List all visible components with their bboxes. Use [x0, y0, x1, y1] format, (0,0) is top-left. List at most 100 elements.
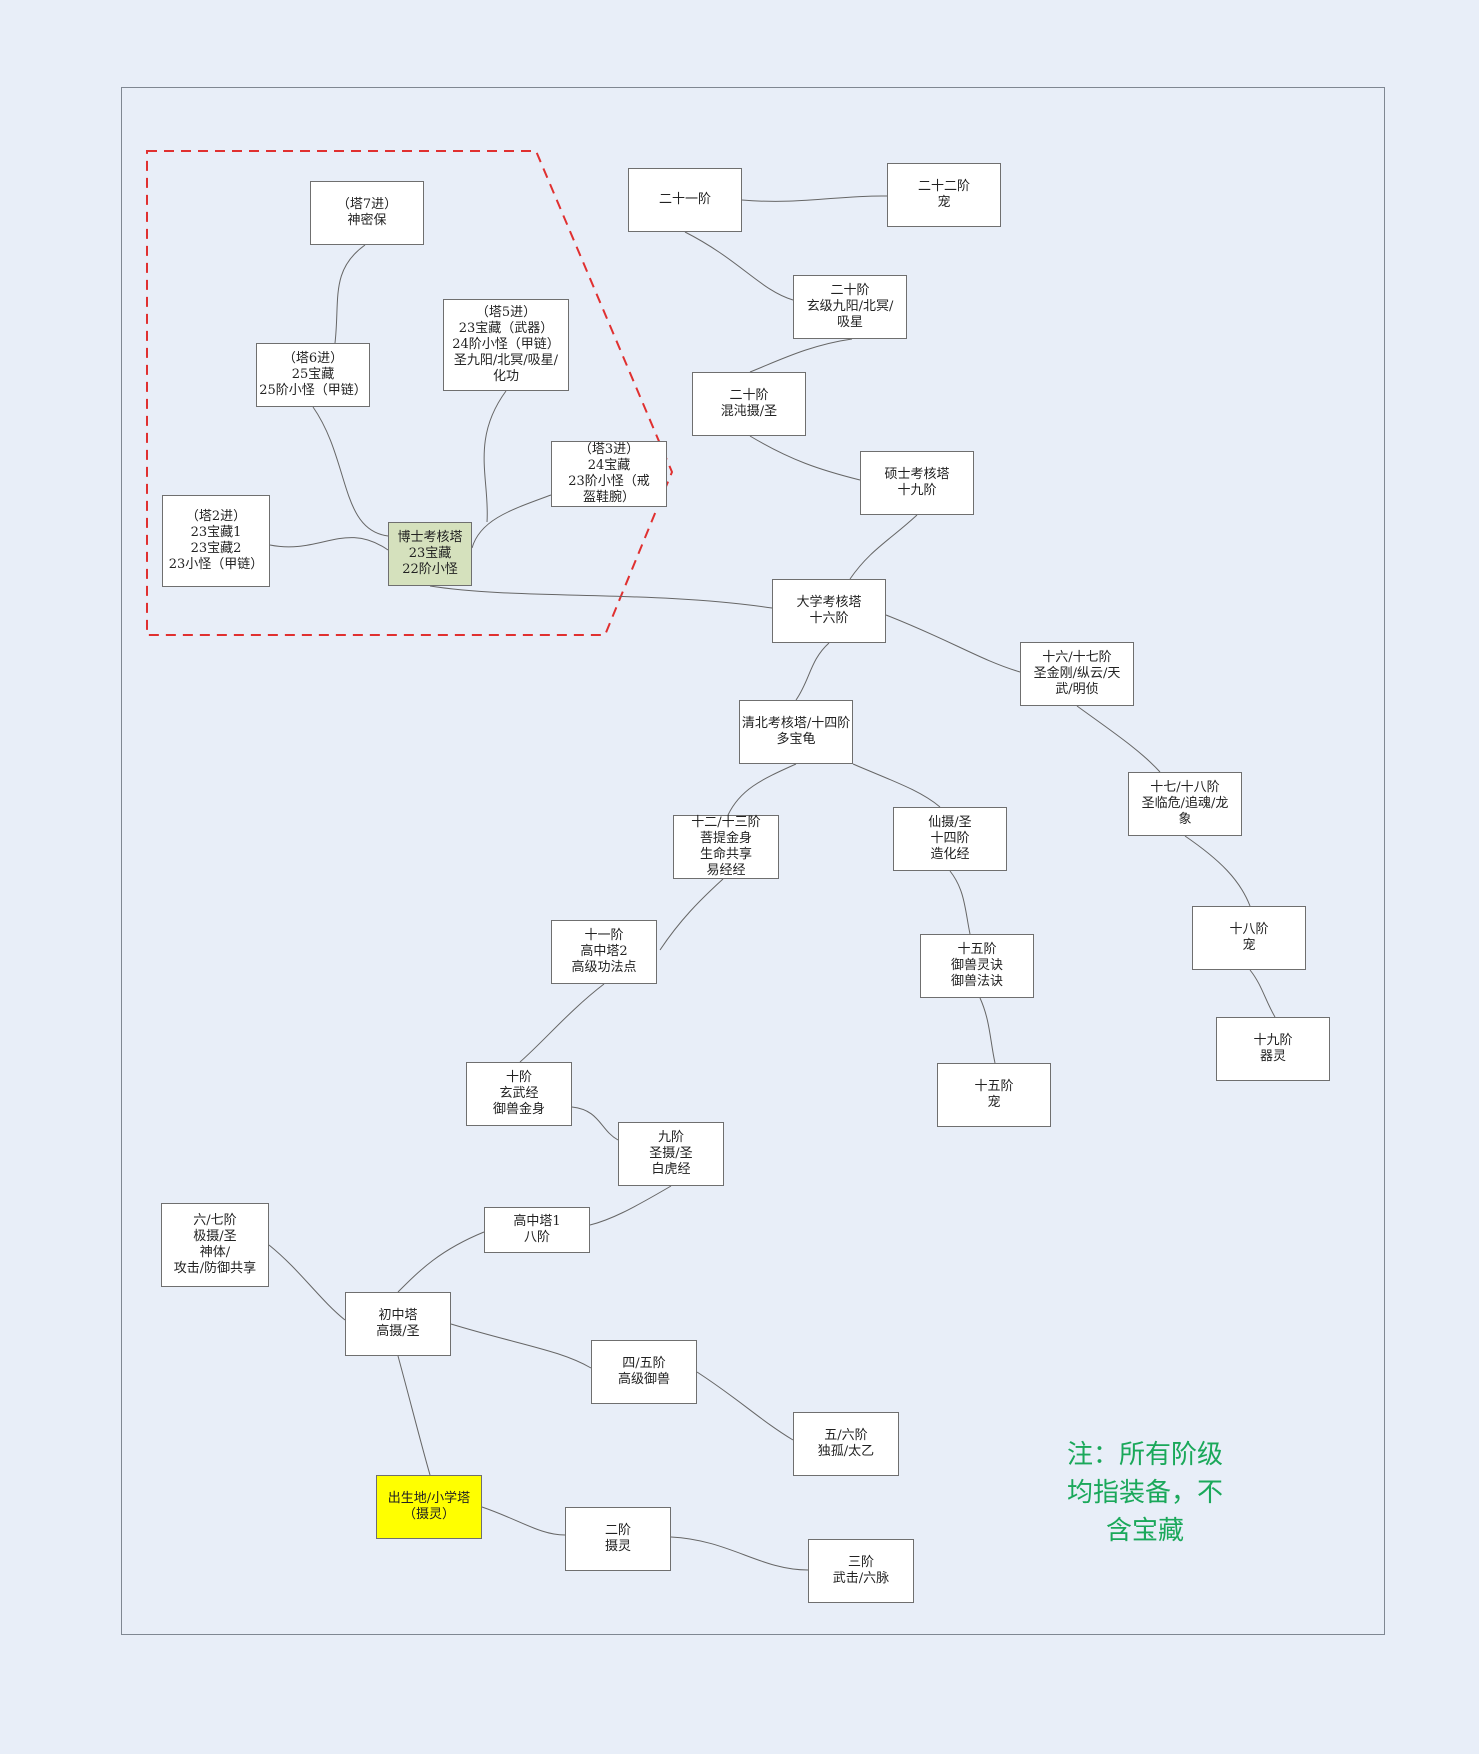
node-text-line: 生命共享	[699, 847, 752, 862]
node-text-line: 八阶	[523, 1230, 550, 1245]
node-text-line: 多宝龟	[776, 732, 816, 747]
node-text-line: 神密保	[347, 213, 387, 228]
tower-7-node[interactable]: （塔7进）神密保	[310, 181, 424, 245]
grade-6-7-node[interactable]: 六/七阶极摄/圣神体/攻击/防御共享	[161, 1203, 269, 1287]
node-text-line: 菩提金身	[699, 831, 752, 846]
node-text-line: 十五阶	[974, 1079, 1014, 1094]
node-text-line: 二十阶	[729, 388, 769, 403]
xian-she-node[interactable]: 仙摄/圣十四阶造化经	[893, 807, 1007, 871]
node-text-line: 十二/十三阶	[691, 815, 761, 830]
node-text-line: （塔2进）	[185, 509, 247, 524]
node-text-line: 攻击/防御共享	[173, 1261, 257, 1276]
node-text-line: 宠	[1242, 938, 1256, 953]
node-text-line: 二阶	[604, 1523, 631, 1538]
node-text-line: 25宝藏	[291, 367, 335, 382]
node-text-line: 御兽金身	[492, 1102, 545, 1117]
grade-12-13-node[interactable]: 十二/十三阶菩提金身生命共享易经经	[673, 815, 779, 879]
tower-5-node[interactable]: （塔5进）23宝藏（武器）24阶小怪（甲链）圣九阳/北冥/吸星/化功	[443, 299, 569, 391]
node-text-line: 十七/十八阶	[1150, 780, 1220, 795]
node-text-line: 25阶小怪（甲链）	[259, 383, 367, 398]
node-text-line: （塔5进）	[475, 305, 537, 320]
node-text-line: 十四阶	[930, 831, 970, 846]
node-text-line: 武击/六脉	[832, 1571, 890, 1586]
grade-21-node[interactable]: 二十一阶	[628, 168, 742, 232]
node-text-line: 高中塔2	[580, 944, 628, 959]
node-text-line: 高中塔1	[513, 1214, 561, 1229]
master-tower-node[interactable]: 硕士考核塔十九阶	[860, 451, 974, 515]
qingbei-tower-node[interactable]: 清北考核塔/十四阶多宝龟	[739, 700, 853, 764]
node-text-line: 十九阶	[1253, 1033, 1293, 1048]
node-text-line: 摄灵	[604, 1539, 631, 1554]
node-text-line: 独孤/太乙	[817, 1444, 875, 1459]
node-text-line: 博士考核塔	[397, 530, 463, 545]
grade-15-beast-node[interactable]: 十五阶御兽灵诀御兽法诀	[920, 934, 1034, 998]
node-text-line: 23宝藏（武器）	[458, 321, 554, 336]
grade-3-node[interactable]: 三阶武击/六脉	[808, 1539, 914, 1603]
grade-22-node[interactable]: 二十二阶宠	[887, 163, 1001, 227]
grade-17-18-node[interactable]: 十七/十八阶圣临危/追魂/龙象	[1128, 772, 1242, 836]
birthplace-node[interactable]: 出生地/小学塔（摄灵）	[376, 1475, 482, 1539]
node-text-line: （摄灵）	[402, 1507, 455, 1522]
node-text-line: 十一阶	[584, 928, 624, 943]
node-text-line: 十五阶	[957, 942, 997, 957]
node-text-line: 24宝藏	[587, 458, 631, 473]
university-tower-node[interactable]: 大学考核塔十六阶	[772, 579, 886, 643]
grade-5-6-node[interactable]: 五/六阶独孤/太乙	[793, 1412, 899, 1476]
node-text-line: 23宝藏2	[190, 541, 242, 556]
grade-20-hundun-node[interactable]: 二十阶混沌摄/圣	[692, 372, 806, 436]
node-text-line: 宠	[987, 1095, 1001, 1110]
grade-9-node[interactable]: 九阶圣摄/圣白虎经	[618, 1122, 724, 1186]
grade-19-node[interactable]: 十九阶器灵	[1216, 1017, 1330, 1081]
node-text-line: 三阶	[847, 1555, 874, 1570]
node-text-line: 22阶小怪	[402, 562, 458, 577]
node-text-line: 器灵	[1259, 1049, 1286, 1064]
node-text-line: 御兽法诀	[950, 974, 1003, 989]
footnote: 注：所有阶级 均指装备，不 含宝藏	[1040, 1436, 1250, 1550]
node-text-line: 圣摄/圣	[649, 1146, 693, 1161]
node-text-line: 化功	[492, 369, 519, 384]
node-text-line: 初中塔	[378, 1308, 418, 1323]
node-text-line: 玄武经	[499, 1086, 539, 1101]
node-text-line: 神体/	[199, 1245, 231, 1260]
node-text-line: 武/明侦	[1055, 682, 1099, 697]
node-text-line: 23宝藏1	[190, 525, 242, 540]
node-text-line: 高级御兽	[617, 1372, 670, 1387]
node-text-line: 二十一阶	[658, 192, 711, 207]
node-text-line: （塔7进）	[336, 197, 398, 212]
grade-10-node[interactable]: 十阶玄武经御兽金身	[466, 1062, 572, 1126]
node-text-line: 九阶	[657, 1130, 684, 1145]
footnote-line: 均指装备，不	[1066, 1478, 1223, 1508]
node-text-line: 高摄/圣	[376, 1324, 420, 1339]
grade-4-5-node[interactable]: 四/五阶高级御兽	[591, 1340, 697, 1404]
node-text-line: 玄级九阳/北冥/	[806, 299, 894, 314]
middle-school-tower-node[interactable]: 初中塔高摄/圣	[345, 1292, 451, 1356]
node-text-line: 造化经	[930, 847, 970, 862]
node-text-line: 十阶	[505, 1070, 532, 1085]
grade-18-node[interactable]: 十八阶宠	[1192, 906, 1306, 970]
node-text-line: 二十阶	[830, 283, 870, 298]
node-text-line: 硕士考核塔	[884, 467, 950, 482]
node-text-line: 十九阶	[897, 483, 937, 498]
node-text-line: （塔6进）	[282, 351, 344, 366]
node-text-line: 23小怪（甲链）	[168, 557, 264, 572]
grade-20-xuanji-node[interactable]: 二十阶玄级九阳/北冥/吸星	[793, 275, 907, 339]
node-text-line: 六/七阶	[193, 1213, 237, 1228]
node-text-line: 宠	[937, 195, 951, 210]
grade-15-pet-node[interactable]: 十五阶宠	[937, 1063, 1051, 1127]
grade-16-17-node[interactable]: 十六/十七阶圣金刚/纵云/天武/明侦	[1020, 642, 1134, 706]
node-text-line: 四/五阶	[622, 1356, 666, 1371]
footnote-line: 注：所有阶级	[1066, 1440, 1223, 1470]
grade-2-node[interactable]: 二阶摄灵	[565, 1507, 671, 1571]
node-text-line: （塔3进）	[578, 442, 640, 457]
node-text-line: 23宝藏	[408, 546, 452, 561]
node-text-line: 圣临危/追魂/龙	[1141, 796, 1229, 811]
footnote-line: 含宝藏	[1105, 1516, 1184, 1546]
node-text-line: 极摄/圣	[193, 1229, 237, 1244]
node-text-line: 二十二阶	[917, 179, 970, 194]
